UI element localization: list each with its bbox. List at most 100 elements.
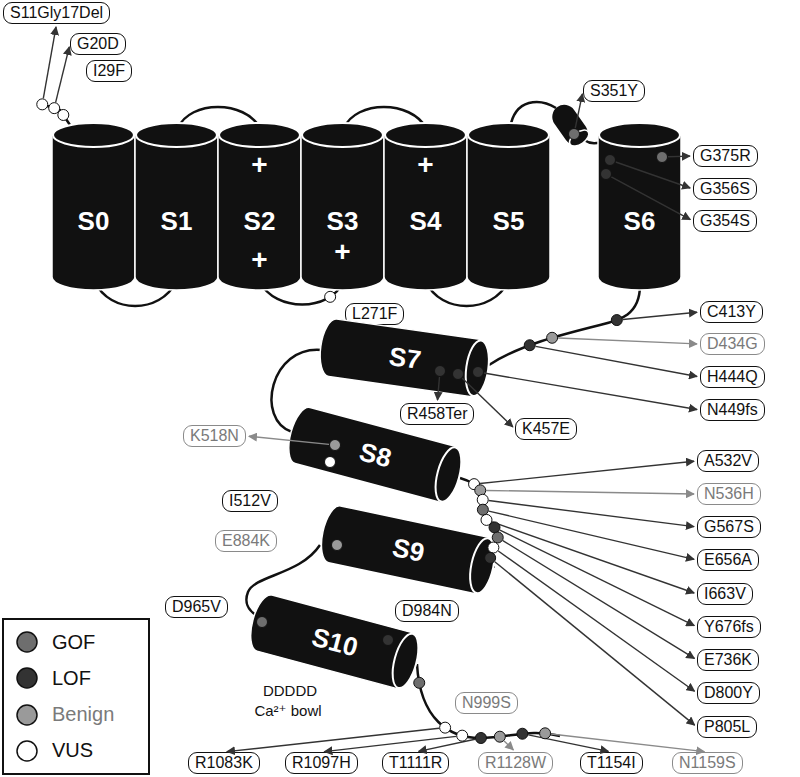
variant-dot <box>605 155 616 166</box>
variant-name: G567S <box>704 518 754 535</box>
variant-name: D800Y <box>704 684 753 701</box>
leader-line <box>324 736 456 751</box>
cylinder-top <box>302 123 383 147</box>
segment-name: S1 <box>161 206 193 237</box>
variant-name: R1128W <box>485 754 546 771</box>
segment-name: S6 <box>624 206 656 237</box>
variant-name: R1083K <box>195 754 253 771</box>
variant-label: D984N <box>395 600 459 622</box>
variant-label: R1128W <box>478 752 553 774</box>
variant-label: D965V <box>165 596 228 618</box>
legend-swatch-box <box>14 738 40 764</box>
variant-name: G20D <box>77 35 119 52</box>
leader-line <box>668 155 690 157</box>
linker-line <box>417 664 560 738</box>
legend-entry: Benign <box>14 702 138 728</box>
leader-line <box>227 728 439 751</box>
variant-dot <box>540 728 551 739</box>
variant-dot <box>477 504 488 515</box>
segment-name: S3 <box>327 206 359 237</box>
variant-dot <box>457 730 468 741</box>
variant-label: I512V <box>222 490 278 512</box>
motif-label: DDDDD <box>263 682 317 699</box>
legend-swatch <box>17 632 37 652</box>
variant-dot <box>332 540 343 551</box>
variant-name: K457E <box>522 420 570 437</box>
cylinder-top <box>136 123 217 147</box>
legend-text: Benign <box>52 703 114 726</box>
cylinder-end <box>465 536 498 595</box>
leader-line <box>558 338 697 344</box>
variant-name: S351Y <box>590 82 638 99</box>
variant-name: D984N <box>402 602 452 619</box>
leader-line <box>56 47 70 102</box>
variant-name: E884K <box>222 532 270 549</box>
variant-name: T1111R <box>389 754 442 771</box>
variant-dot <box>492 532 503 543</box>
legend-text: GOF <box>52 631 95 654</box>
variant-name: Y676fs <box>704 618 754 635</box>
variant-label: G20D <box>70 33 126 55</box>
cylinder-top <box>53 123 134 147</box>
cylinder-end <box>462 339 492 398</box>
leader-line <box>500 530 694 626</box>
leader-line <box>489 511 694 559</box>
legend-text: VUS <box>52 739 93 762</box>
variant-label: N449fs <box>700 399 765 421</box>
variant-label: N999S <box>455 692 518 714</box>
variant-dot <box>49 103 60 114</box>
leader-line <box>492 522 694 593</box>
variant-name: T1154I <box>587 754 636 771</box>
variant-name: H444Q <box>707 368 758 385</box>
variant-dot <box>601 169 612 180</box>
variant-label: D434G <box>700 333 765 355</box>
cylinder-top <box>385 123 466 147</box>
variant-dot <box>414 677 425 688</box>
variant-label: S351Y <box>583 80 645 102</box>
cylinder-body <box>245 592 413 689</box>
variant-dot <box>475 732 486 743</box>
cylinder-body <box>317 317 482 396</box>
leader-line <box>616 162 691 188</box>
variant-dot <box>481 514 492 525</box>
variant-dot <box>453 369 464 380</box>
variant-label: E736K <box>697 649 759 671</box>
variant-dot <box>435 366 446 377</box>
variant-dot <box>657 152 668 163</box>
variant-name: A532V <box>704 452 752 469</box>
variant-dot <box>473 367 484 378</box>
variant-label: C413Y <box>700 301 763 323</box>
variant-dot <box>489 522 500 533</box>
variant-name: C413Y <box>707 303 756 320</box>
variant-label: R1097H <box>285 752 358 774</box>
variant-label: P805L <box>697 716 757 738</box>
leader-line <box>575 94 582 128</box>
segment-name: S0 <box>78 206 110 237</box>
variant-name: P805L <box>704 718 750 735</box>
pore-helix-end <box>567 127 592 149</box>
variant-dot <box>475 485 486 496</box>
leader-line <box>503 541 695 659</box>
variant-dot <box>485 552 496 563</box>
leader-line <box>249 436 329 444</box>
leader-line <box>43 27 56 98</box>
variant-label: Y676fs <box>697 616 761 638</box>
helix-cylinder: S7 <box>317 317 493 398</box>
charge-sign: + <box>334 238 350 266</box>
leader-line <box>528 735 608 751</box>
pore-helix <box>548 100 593 150</box>
variant-name: E656A <box>704 551 752 568</box>
variant-dot <box>58 109 69 120</box>
segment-name: S5 <box>493 206 525 237</box>
leader-line <box>484 373 697 409</box>
variant-label: K518N <box>183 425 246 447</box>
legend-entry: GOF <box>14 629 138 655</box>
variant-label: I663V <box>697 583 753 605</box>
variant-label: G375R <box>693 145 758 167</box>
variant-label: T1111R <box>382 752 449 774</box>
variant-label: R1083K <box>188 752 260 774</box>
helix-cylinder: S4 <box>384 122 467 290</box>
variant-label: D800Y <box>697 682 760 704</box>
helix-cylinder: S6 <box>598 122 681 290</box>
